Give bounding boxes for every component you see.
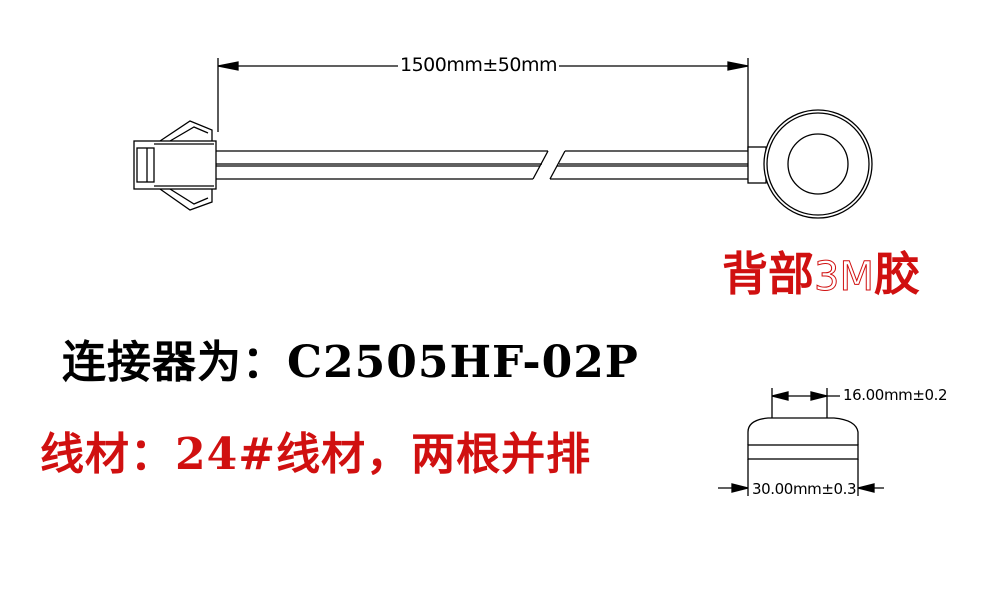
- backing-accent: 3M: [814, 254, 875, 301]
- cable-length-dimension: 1500mm±50mm: [398, 54, 559, 76]
- backing-adhesive-label: 背部3M胶: [722, 238, 920, 304]
- dimension-arrow-right: [727, 61, 749, 71]
- top-diameter-dimension: 16.00mm±0.2: [843, 386, 948, 404]
- dimension-arrow-left: [217, 61, 239, 71]
- connector-spec: 连接器为：C2505HF-02P: [62, 337, 639, 388]
- sensor-pad-side-view: [718, 388, 884, 496]
- backing-prefix: 背部: [722, 247, 814, 301]
- sensor-pad-top-view: [747, 109, 873, 219]
- connector-housing: [133, 120, 217, 211]
- wire-spec: 线材：24#线材，两根并排: [40, 429, 592, 480]
- cable-pair: [216, 150, 748, 180]
- backing-suffix: 胶: [873, 247, 920, 301]
- bottom-diameter-dimension: 30.00mm±0.3: [751, 480, 858, 498]
